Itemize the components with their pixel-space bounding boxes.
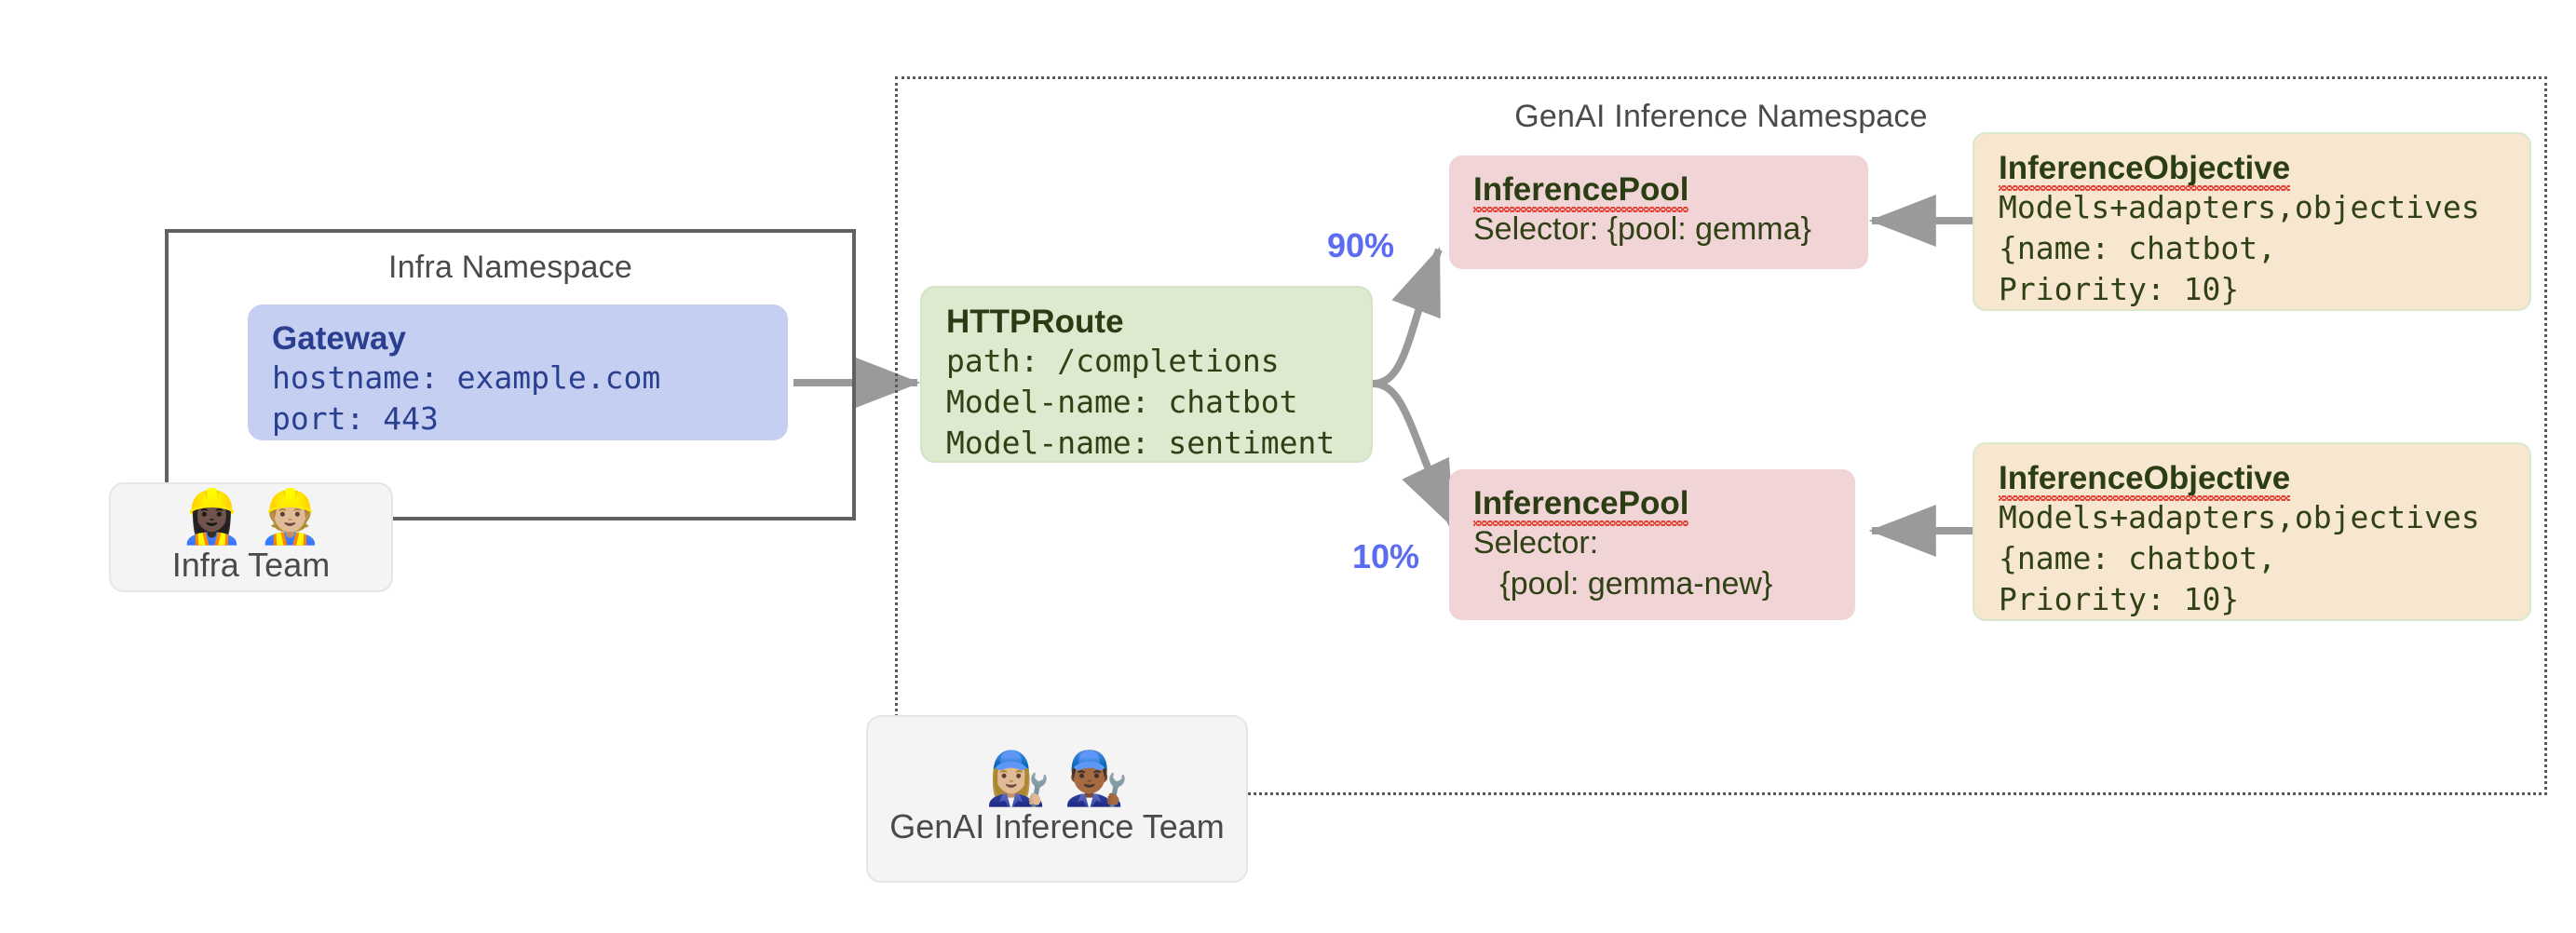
node-inferenceobjective-bottom[interactable]: InferenceObjective Models+adapters,objec… bbox=[1973, 442, 2531, 621]
node-inferencepool-gemma[interactable]: InferencePool Selector: {pool: gemma} bbox=[1449, 156, 1868, 269]
httproute-title: HTTPRoute bbox=[946, 304, 1124, 340]
gateway-line-hostname: hostname: example.com bbox=[272, 359, 661, 397]
weight-label-10: 10% bbox=[1352, 537, 1420, 575]
gateway-line-port: port: 443 bbox=[272, 400, 439, 438]
infra-namespace-container bbox=[165, 229, 856, 521]
genai-namespace-container bbox=[895, 76, 2547, 795]
node-httproute[interactable]: HTTPRoute path: /completions Model-name:… bbox=[920, 286, 1373, 463]
team-card-genai[interactable]: 👩🏼‍🔧👨🏾‍🔧 GenAI Inference Team bbox=[866, 715, 1248, 883]
infra-team-label: Infra Team bbox=[171, 546, 331, 585]
genai-team-label: GenAI Inference Team bbox=[889, 807, 1225, 846]
genai-namespace-title: GenAI Inference Namespace bbox=[1514, 99, 1928, 134]
httproute-line-model-chatbot: Model-name: chatbot bbox=[946, 384, 1298, 421]
gateway-title: Gateway bbox=[272, 320, 406, 357]
inferenceobjective-top-line-models: Models+adapters,objectives bbox=[1999, 189, 2480, 226]
team-card-infra[interactable]: 👷🏿‍♀️👷🏼 Infra Team bbox=[109, 482, 393, 592]
infra-namespace-title: Infra Namespace bbox=[388, 250, 632, 285]
infra-team-emoji: 👷🏿‍♀️👷🏼 bbox=[179, 486, 336, 546]
httproute-line-model-sentiment: Model-name: sentiment bbox=[946, 425, 1335, 462]
inferenceobjective-top-line-priority: Priority: 10} bbox=[1999, 271, 2240, 308]
httproute-line-path: path: /completions bbox=[946, 343, 1280, 380]
inferencepool-gemma-new-title: InferencePool bbox=[1473, 485, 1689, 527]
node-gateway[interactable]: Gateway hostname: example.com port: 443 bbox=[248, 304, 788, 440]
inferencepool-gemma-new-selector-label: Selector: bbox=[1473, 525, 1599, 561]
inferenceobjective-top-line-name: {name: chatbot, bbox=[1999, 230, 2277, 267]
genai-team-emoji: 👩🏼‍🔧👨🏾‍🔧 bbox=[985, 748, 1142, 807]
inferencepool-gemma-new-selector-value: {pool: gemma-new} bbox=[1473, 566, 1773, 602]
inferenceobjective-bottom-line-models: Models+adapters,objectives bbox=[1999, 499, 2480, 536]
weight-label-90: 90% bbox=[1327, 226, 1395, 264]
inferenceobjective-bottom-line-name: {name: chatbot, bbox=[1999, 540, 2277, 577]
node-inferenceobjective-top[interactable]: InferenceObjective Models+adapters,objec… bbox=[1973, 132, 2531, 311]
inferenceobjective-top-title: InferenceObjective bbox=[1999, 150, 2291, 192]
inferencepool-gemma-selector: Selector: {pool: gemma} bbox=[1473, 211, 1811, 248]
inferencepool-gemma-title: InferencePool bbox=[1473, 171, 1689, 213]
node-inferencepool-gemma-new[interactable]: InferencePool Selector: {pool: gemma-new… bbox=[1449, 469, 1855, 620]
inferenceobjective-bottom-line-priority: Priority: 10} bbox=[1999, 581, 2240, 618]
inferenceobjective-bottom-title: InferenceObjective bbox=[1999, 460, 2291, 502]
